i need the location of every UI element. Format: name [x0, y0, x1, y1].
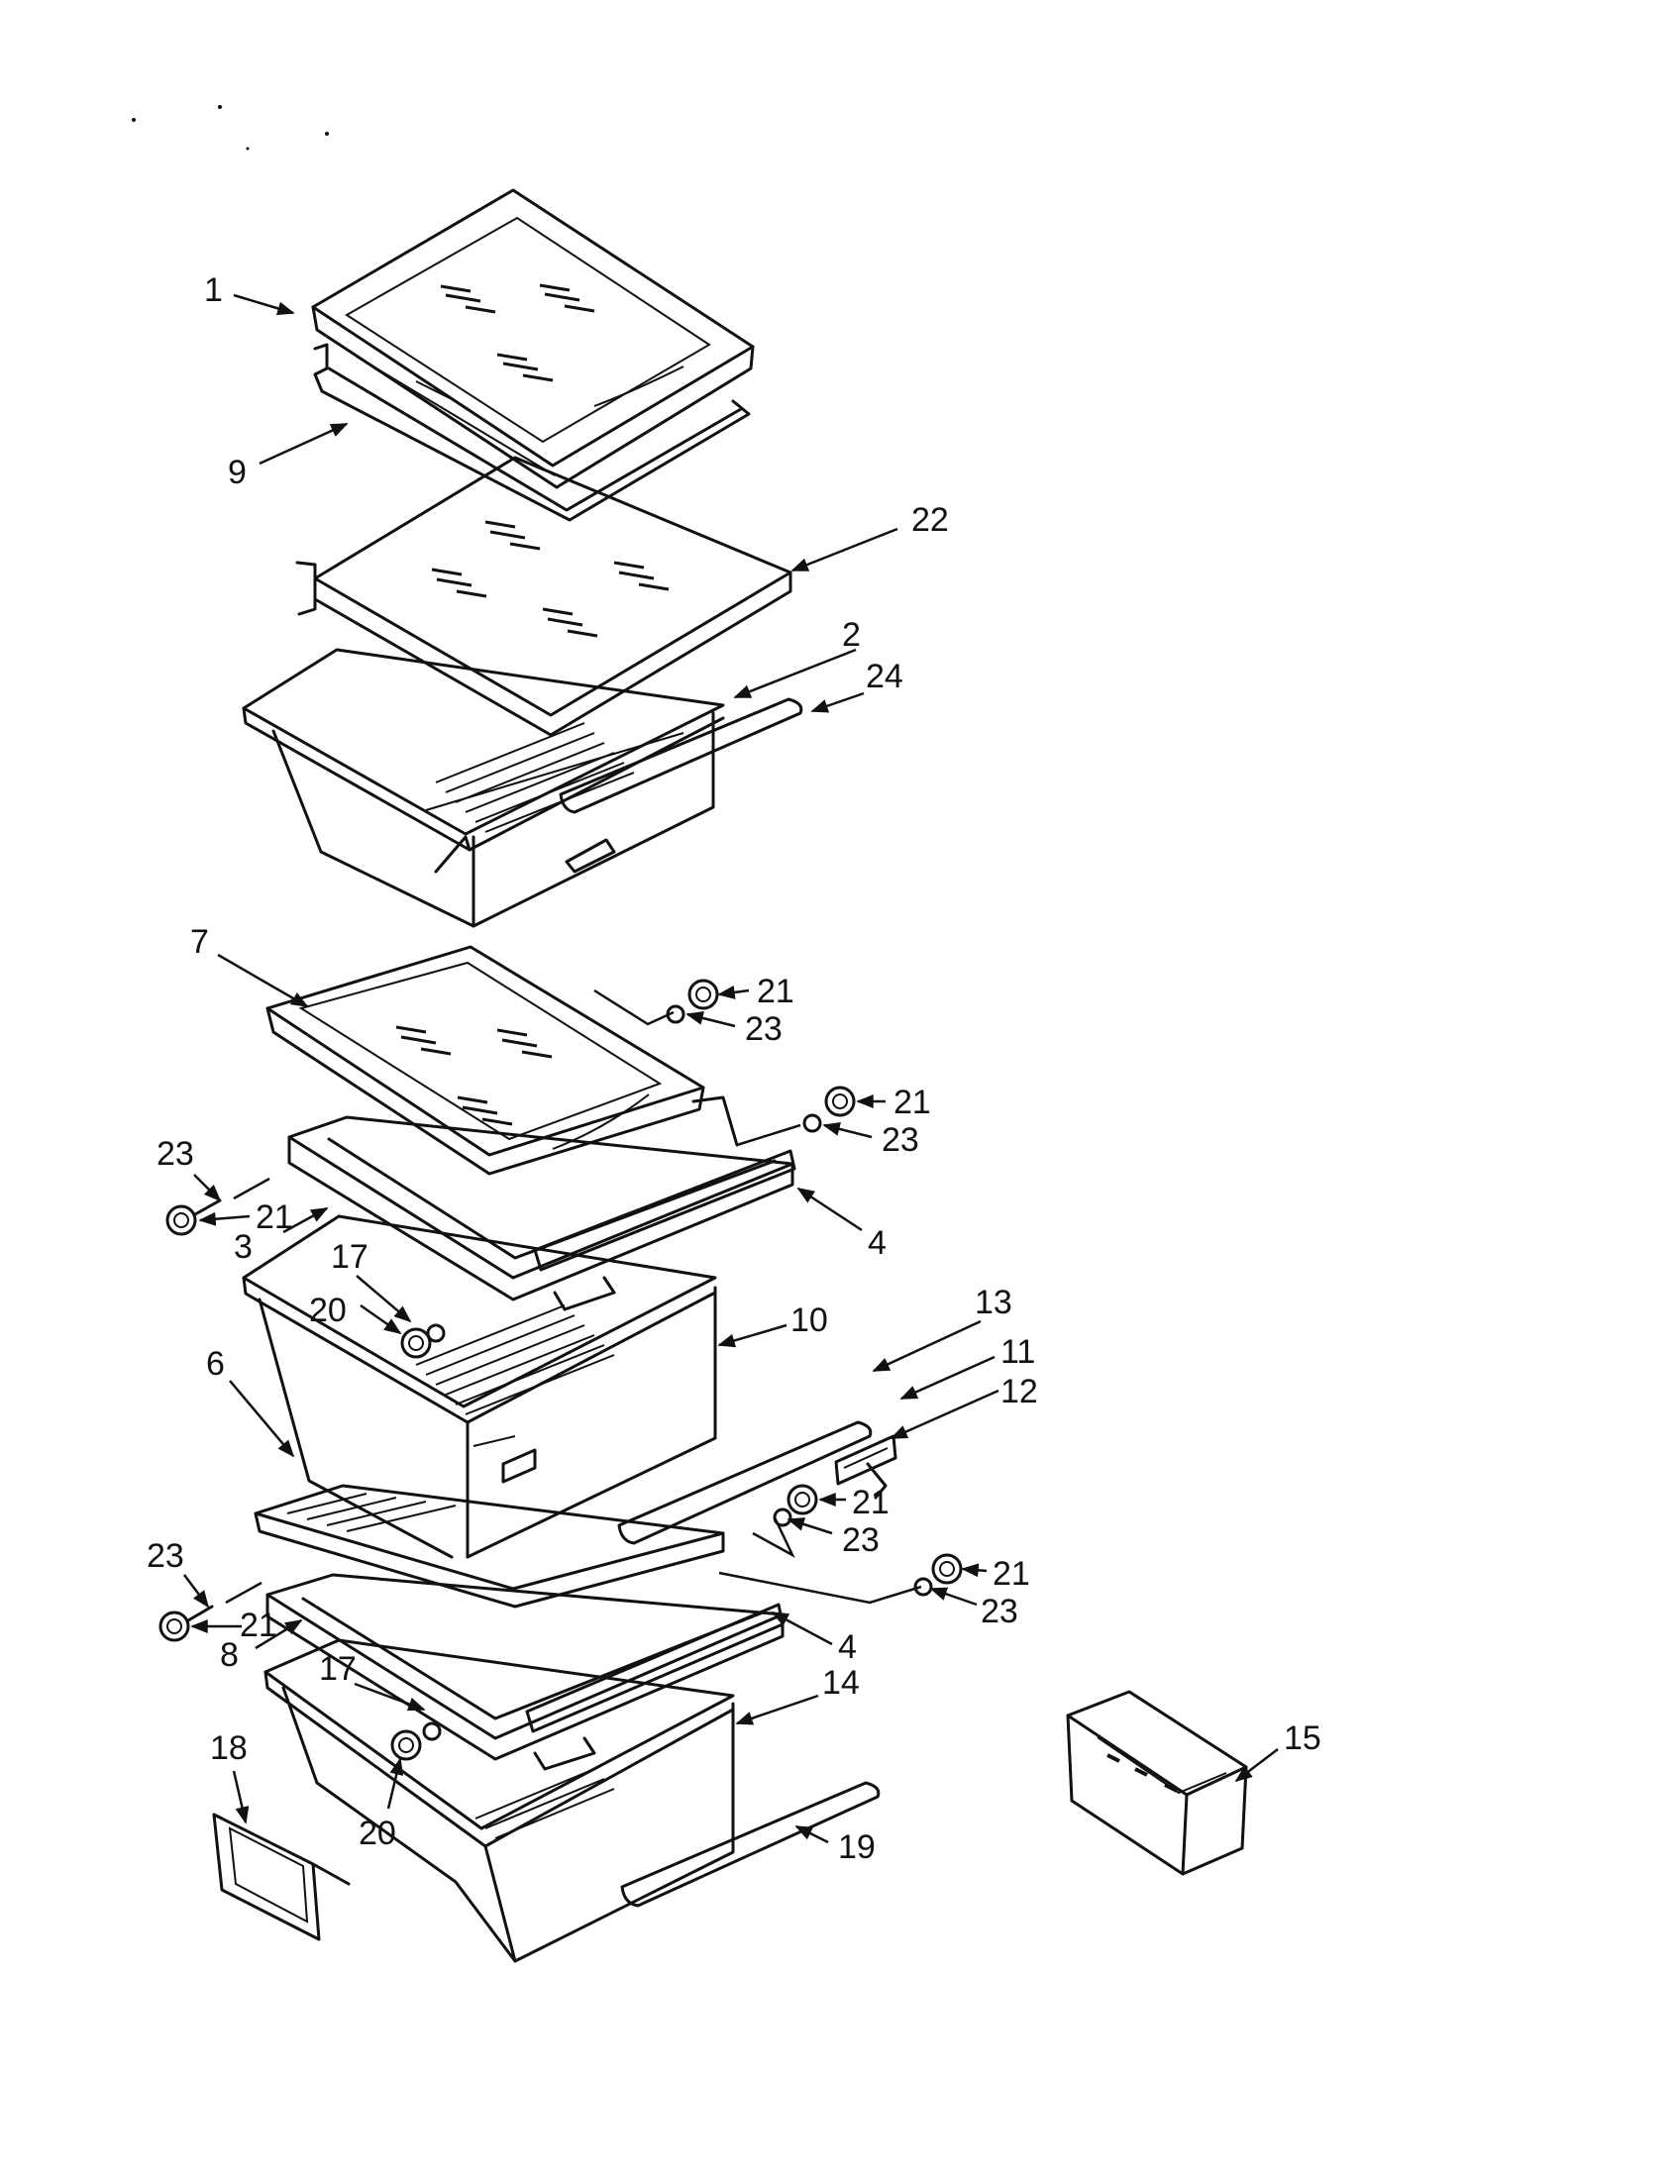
crisper-drawer-upper: [242, 648, 725, 928]
callout-3: 3: [234, 1228, 253, 1266]
side-rail-upper: [533, 1149, 796, 1272]
glass-shelf-7: [265, 945, 705, 1176]
connector-lines: [225, 988, 922, 1605]
nameplate-18: [212, 1813, 351, 1941]
shelf-frame-3: [287, 1095, 794, 1311]
scan-specks: [132, 105, 329, 151]
callout-7: 7: [190, 923, 209, 961]
callout-23: 23: [882, 1121, 919, 1159]
crisper-drawer-bottom: [263, 1638, 735, 1963]
callout-19: 19: [838, 1828, 876, 1866]
callout-23: 23: [147, 1537, 184, 1575]
callout-17: 17: [319, 1650, 357, 1688]
fastener-set: [158, 979, 963, 1761]
drawer-trim-24: [559, 697, 803, 814]
callout-10: 10: [790, 1301, 828, 1339]
door-bin-15: [1066, 1690, 1248, 1876]
glass-shelf-22: [295, 456, 792, 737]
callout-20: 20: [359, 1815, 396, 1852]
callout-21: 21: [893, 1084, 931, 1121]
callout-20: 20: [309, 1292, 347, 1329]
drawer-trim-13: [617, 1420, 873, 1545]
callout-labels: 1 9 22 2 24 7 21 23 21 23 23 21 3 4 17 2…: [147, 271, 1321, 1866]
callout-23: 23: [842, 1521, 880, 1559]
callout-13: 13: [975, 1284, 1012, 1321]
callout-24: 24: [866, 658, 903, 695]
crisper-drawer-middle: [242, 1214, 717, 1559]
callout-2: 2: [842, 616, 861, 654]
callout-6: 6: [206, 1345, 225, 1383]
callout-4: 4: [868, 1224, 887, 1262]
callout-12: 12: [1000, 1373, 1038, 1410]
callout-14: 14: [822, 1664, 860, 1702]
callout-21: 21: [256, 1198, 293, 1236]
callout-17: 17: [331, 1238, 368, 1276]
callout-21: 21: [852, 1484, 890, 1521]
callout-22: 22: [911, 501, 949, 539]
callout-4: 4: [838, 1628, 857, 1666]
callout-15: 15: [1284, 1719, 1321, 1757]
callout-21: 21: [240, 1607, 277, 1644]
callout-arrows: [183, 293, 1279, 1844]
callout-23: 23: [745, 1010, 783, 1048]
callout-1: 1: [204, 271, 223, 309]
callout-9: 9: [228, 454, 247, 491]
callout-11: 11: [1000, 1333, 1035, 1371]
callout-21: 21: [993, 1555, 1030, 1593]
callout-18: 18: [210, 1729, 248, 1767]
glass-shelf-top: [311, 188, 755, 489]
clip-12: [866, 1462, 888, 1500]
callout-23: 23: [981, 1593, 1018, 1630]
callout-21: 21: [757, 973, 794, 1010]
callout-8: 8: [220, 1636, 239, 1674]
glass-shelf-6: [254, 1484, 725, 1609]
clip-11: [834, 1434, 897, 1486]
callout-23: 23: [157, 1135, 194, 1173]
shelf-frame-9: [313, 343, 751, 522]
drawer-trim-19: [620, 1781, 881, 1908]
